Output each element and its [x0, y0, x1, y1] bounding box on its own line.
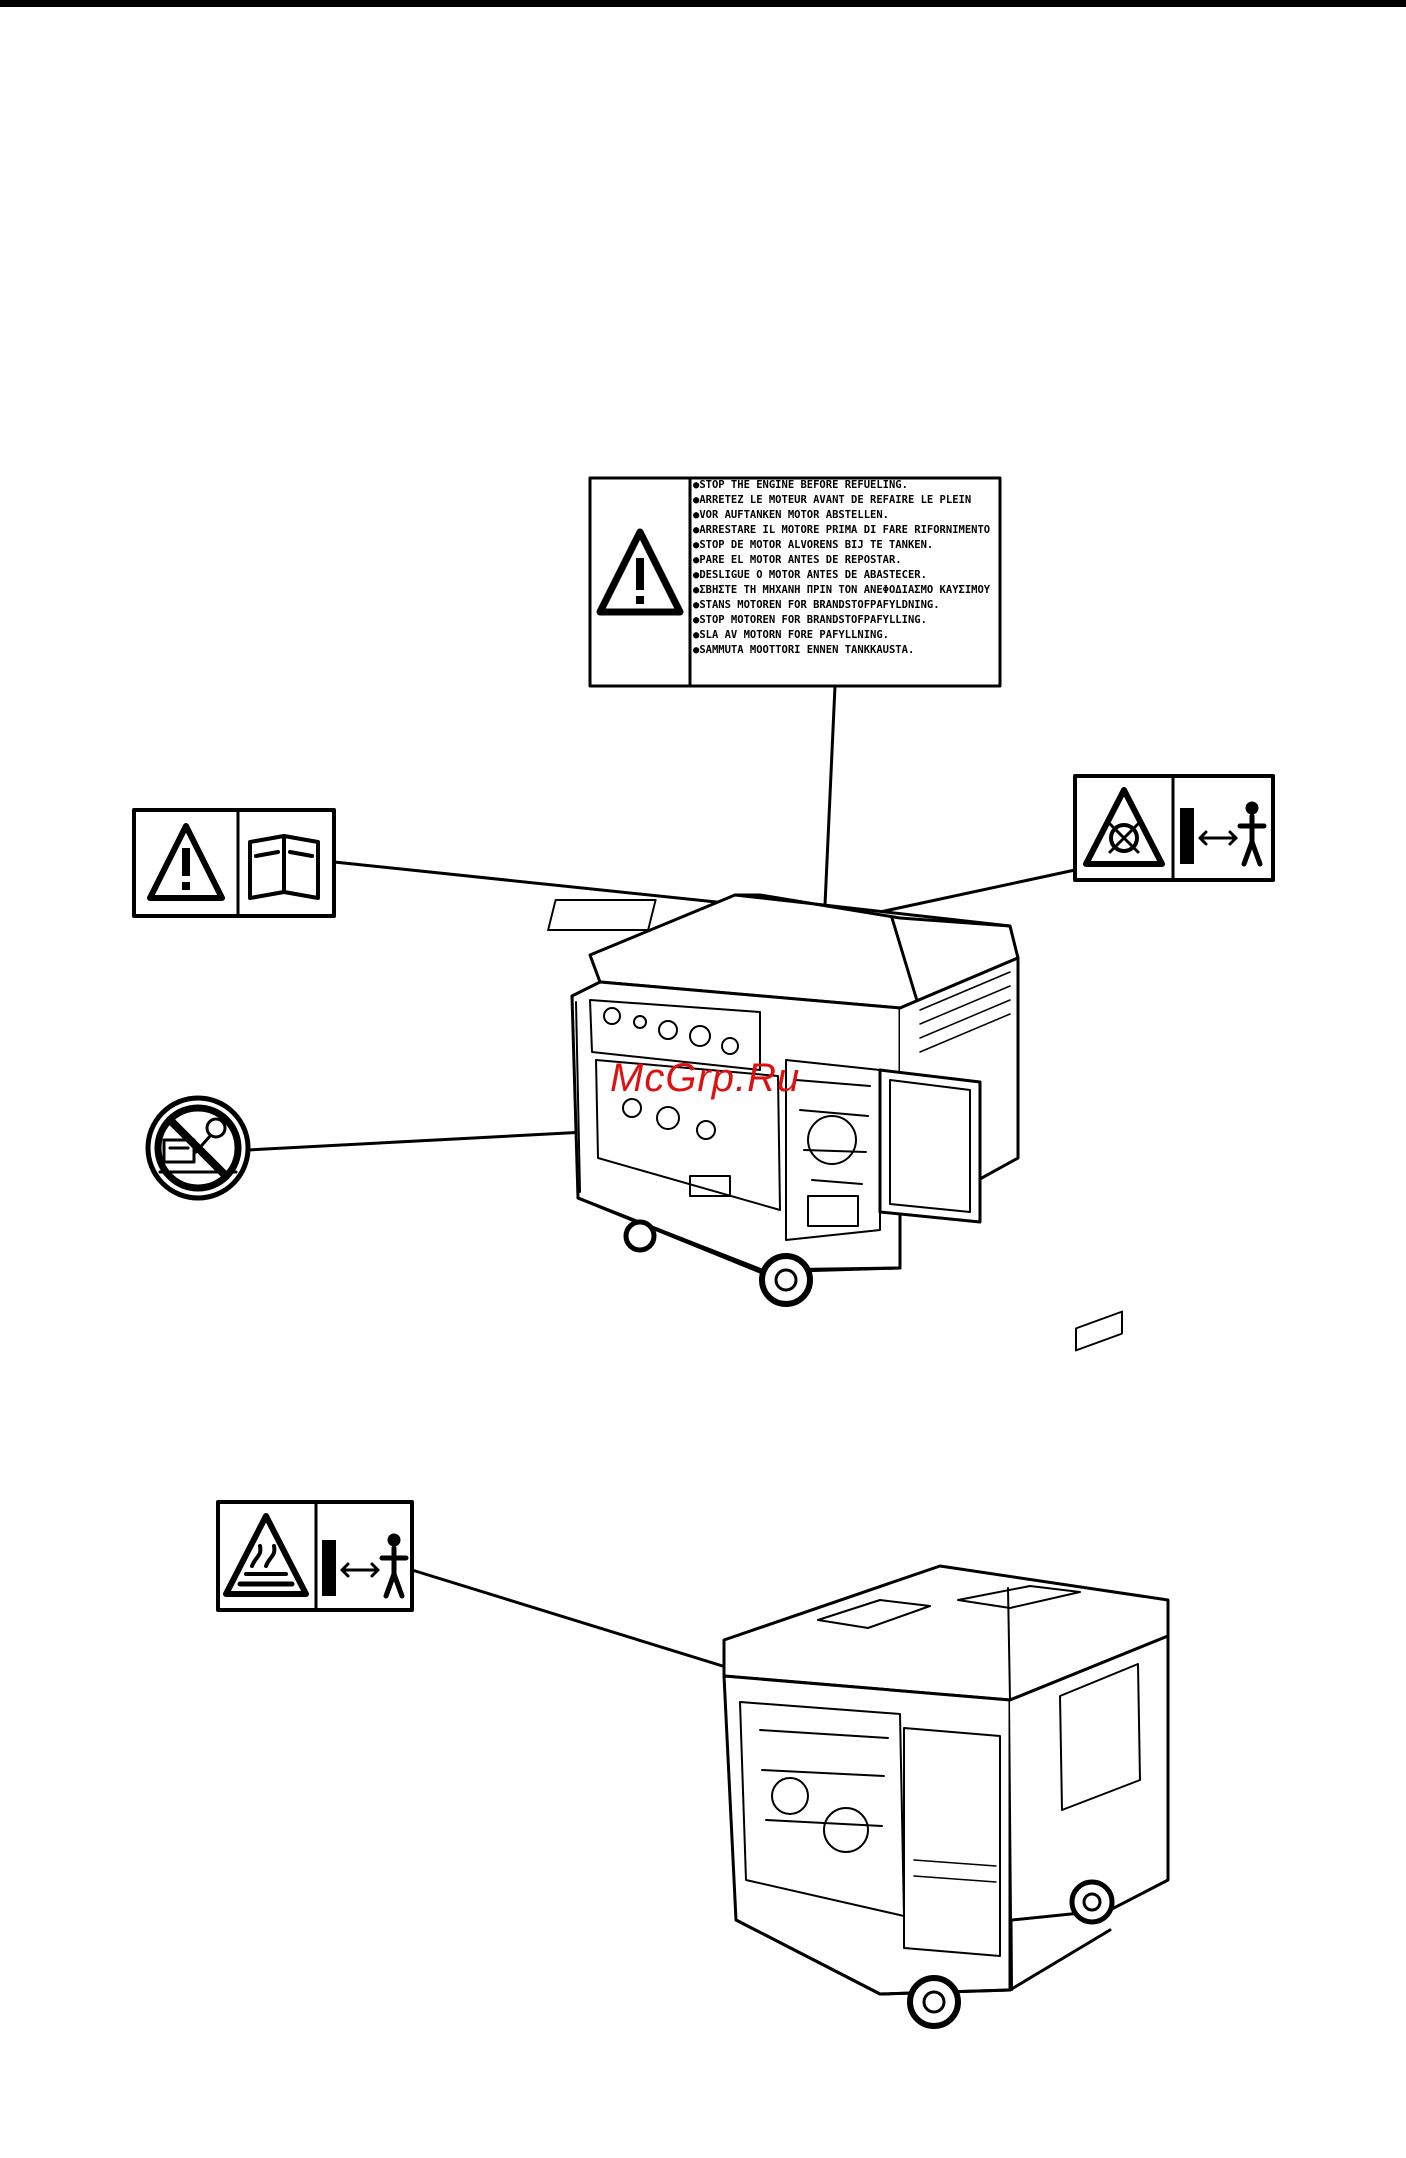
- warning-line: ARRESTARE IL MOTORE PRIMA DI FARE RIFORN…: [693, 523, 998, 538]
- warning-line: ΣΒΗΣΤΕ ΤΗ ΜΗΧΑΝΗ ΠΡΙΝ ΤΟΝ ΑΝΕΦΟΔΙΑΣΜΟ ΚΑ…: [693, 583, 998, 598]
- hot-surface-keep-distance-label: [216, 1500, 414, 1612]
- read-manual-label: [132, 808, 336, 918]
- generator-front-illustration: [547, 893, 1020, 1307]
- watermark: McGrp.Ru: [610, 1056, 801, 1100]
- keep-distance-person-icon: [322, 1533, 409, 1599]
- hot-surface-triangle-icon: [223, 1513, 309, 1597]
- warning-line: VOR AUFTANKEN MOTOR ABSTELLEN.: [693, 508, 998, 523]
- warning-triangle-icon: [147, 823, 225, 901]
- warning-line: STOP DE MOTOR ALVORENS BIJ TE TANKEN.: [693, 538, 998, 553]
- manual-book-icon: [248, 834, 320, 900]
- warning-triangle-icon: [596, 528, 684, 616]
- warning-line: PARE EL MOTOR ANTES DE REPOSTAR.: [693, 553, 998, 568]
- toxic-gas-triangle-icon: [1083, 787, 1165, 867]
- keep-distance-person-icon: [1180, 801, 1267, 867]
- generator-rear-illustration: [722, 1310, 1170, 2029]
- warning-line: STOP THE ENGINE BEFORE REFUELING.: [693, 478, 998, 493]
- warning-line: STANS MOTOREN FOR BRANDSTOFPAFYLDNING.: [693, 598, 998, 613]
- warning-line: ARRETEZ LE MOTEUR AVANT DE REFAIRE LE PL…: [693, 493, 998, 508]
- top-rule: [0, 0, 1406, 7]
- warning-line: DESLIGUE O MOTOR ANTES DE ABASTECER.: [693, 568, 998, 583]
- leader-lines: [246, 684, 1077, 1674]
- refuel-warning-text: STOP THE ENGINE BEFORE REFUELING. ARRETE…: [693, 478, 998, 658]
- warning-line: SLA AV MOTORN FORE PAFYLLNING.: [693, 628, 998, 643]
- no-mains-connection-label: [145, 1095, 251, 1201]
- exhaust-gas-keep-distance-label: [1073, 774, 1275, 882]
- warning-line: STOP MOTOREN FOR BRANDSTOFPAFYLLING.: [693, 613, 998, 628]
- warning-line: SAMMUTA MOOTTORI ENNEN TANKKAUSTA.: [693, 643, 998, 658]
